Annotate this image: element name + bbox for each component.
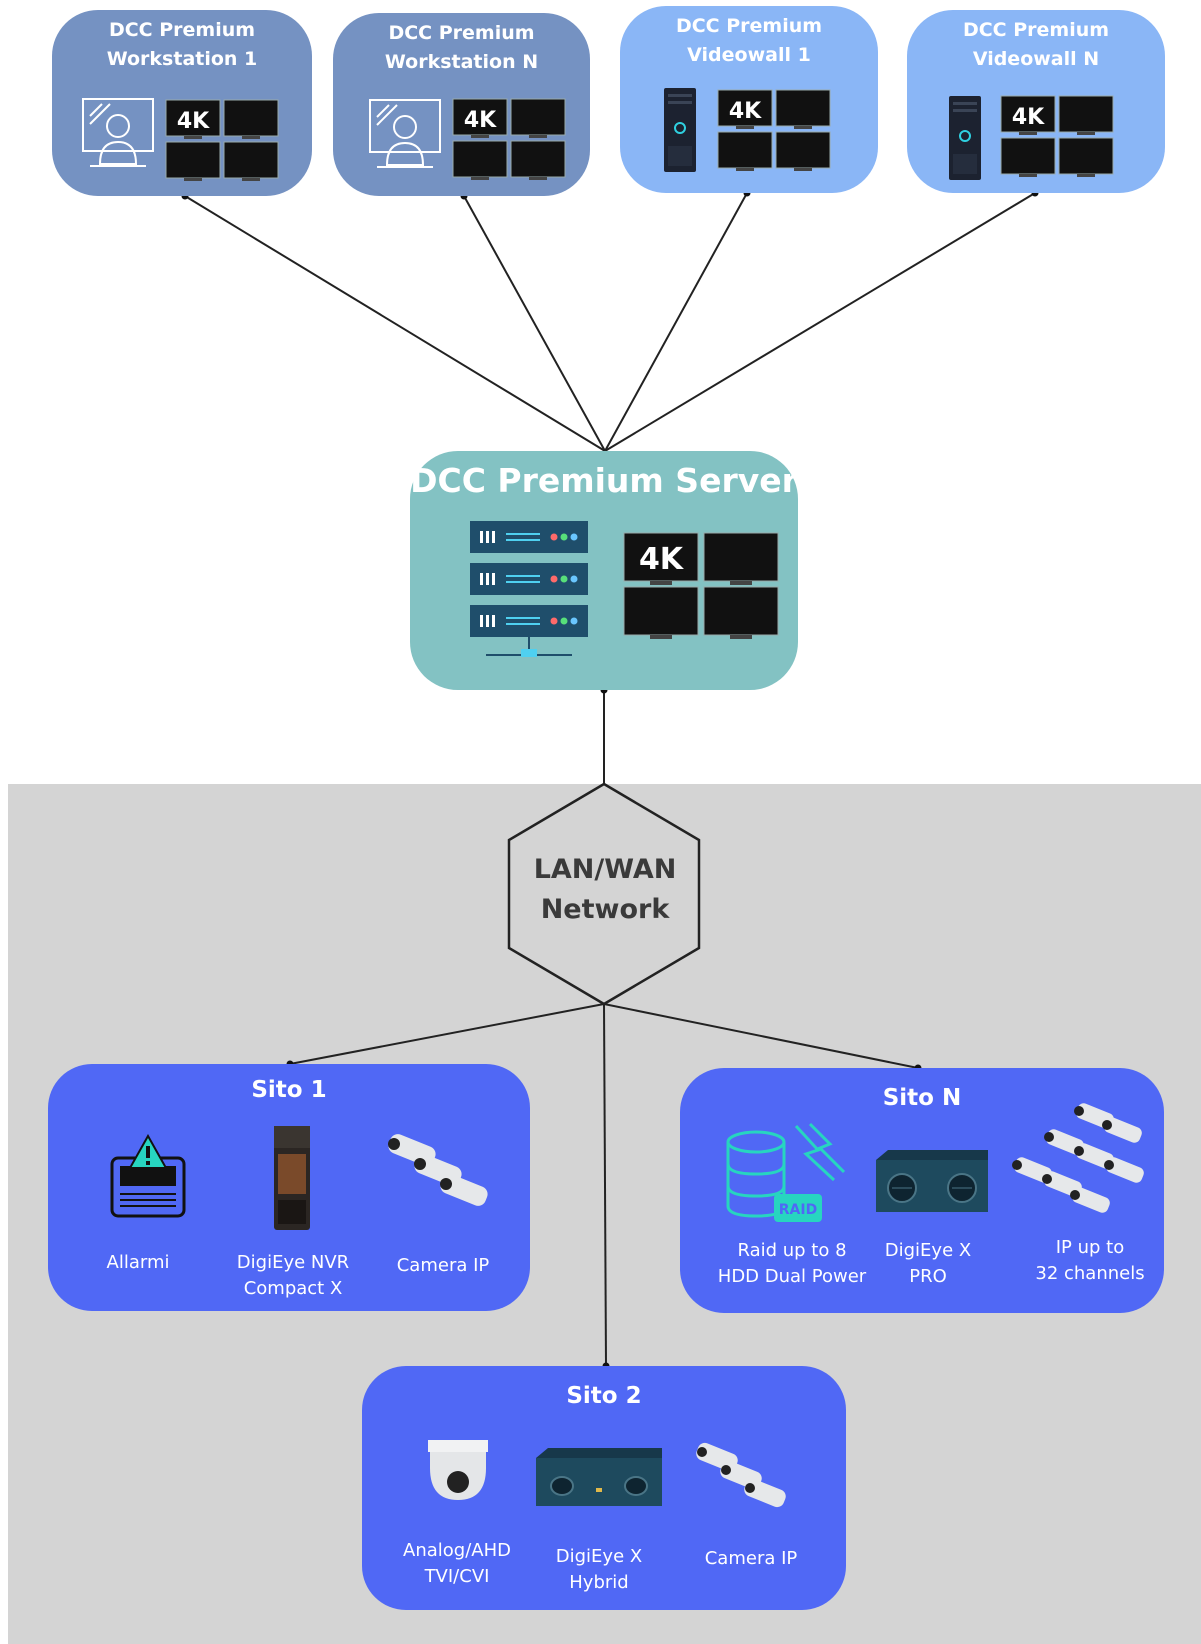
monitor-wall-icon: 4K bbox=[164, 98, 282, 188]
dvr-pro-icon bbox=[876, 1150, 988, 1212]
4k-badge: 4K bbox=[464, 108, 497, 133]
4k-badge: 4K bbox=[1012, 105, 1045, 130]
pc-tower-icon bbox=[949, 96, 981, 180]
pc-tower-icon bbox=[664, 88, 696, 172]
site-n-card: Sito N RAID bbox=[680, 1068, 1164, 1313]
site-2-title: Sito 2 bbox=[566, 1383, 642, 1409]
4k-badge: 4K bbox=[177, 109, 210, 134]
ip-camera-icon bbox=[696, 1442, 786, 1508]
server-title: DCC Premium Server bbox=[410, 461, 798, 500]
link-vw1-server bbox=[604, 192, 748, 452]
alarm-panel-icon bbox=[110, 1134, 186, 1218]
monitor-wall-icon: 4K bbox=[999, 94, 1117, 184]
site-1-title: Sito 1 bbox=[251, 1077, 327, 1103]
link-ws1-server bbox=[184, 195, 606, 452]
monitor-wall-icon: 4K bbox=[451, 97, 569, 187]
raid-storage-icon: RAID bbox=[726, 1122, 846, 1222]
item-label-camera-ip: Camera IP bbox=[704, 1548, 798, 1569]
raid-badge: RAID bbox=[779, 1202, 817, 1218]
operator-icon bbox=[369, 99, 441, 168]
link-network-site1 bbox=[289, 1003, 605, 1065]
server-card: DCC Premium Server 4K bbox=[410, 451, 798, 690]
item-label-allarmi: Allarmi bbox=[106, 1252, 170, 1273]
ip-camera-array-icon bbox=[1012, 1103, 1144, 1213]
operator-icon bbox=[82, 98, 154, 167]
4k-badge: 4K bbox=[639, 542, 685, 577]
monitor-wall-icon: 4K bbox=[622, 531, 782, 647]
dvr-hybrid-icon bbox=[536, 1448, 662, 1506]
site-n-title: Sito N bbox=[882, 1085, 962, 1111]
network-hexagon bbox=[507, 782, 701, 1006]
link-network-siten bbox=[603, 1003, 919, 1069]
4k-badge: 4K bbox=[729, 99, 762, 124]
monitor-wall-icon: 4K bbox=[716, 88, 834, 178]
nvr-device-icon bbox=[274, 1126, 310, 1230]
link-vwn-server bbox=[604, 192, 1036, 452]
server-rack-icon bbox=[470, 521, 588, 657]
ip-camera-icon bbox=[388, 1134, 488, 1206]
link-wsn-server bbox=[463, 195, 606, 452]
link-network-site2 bbox=[603, 1003, 607, 1367]
item-label-camera-ip: Camera IP bbox=[396, 1255, 490, 1276]
dome-camera-icon bbox=[428, 1440, 488, 1500]
